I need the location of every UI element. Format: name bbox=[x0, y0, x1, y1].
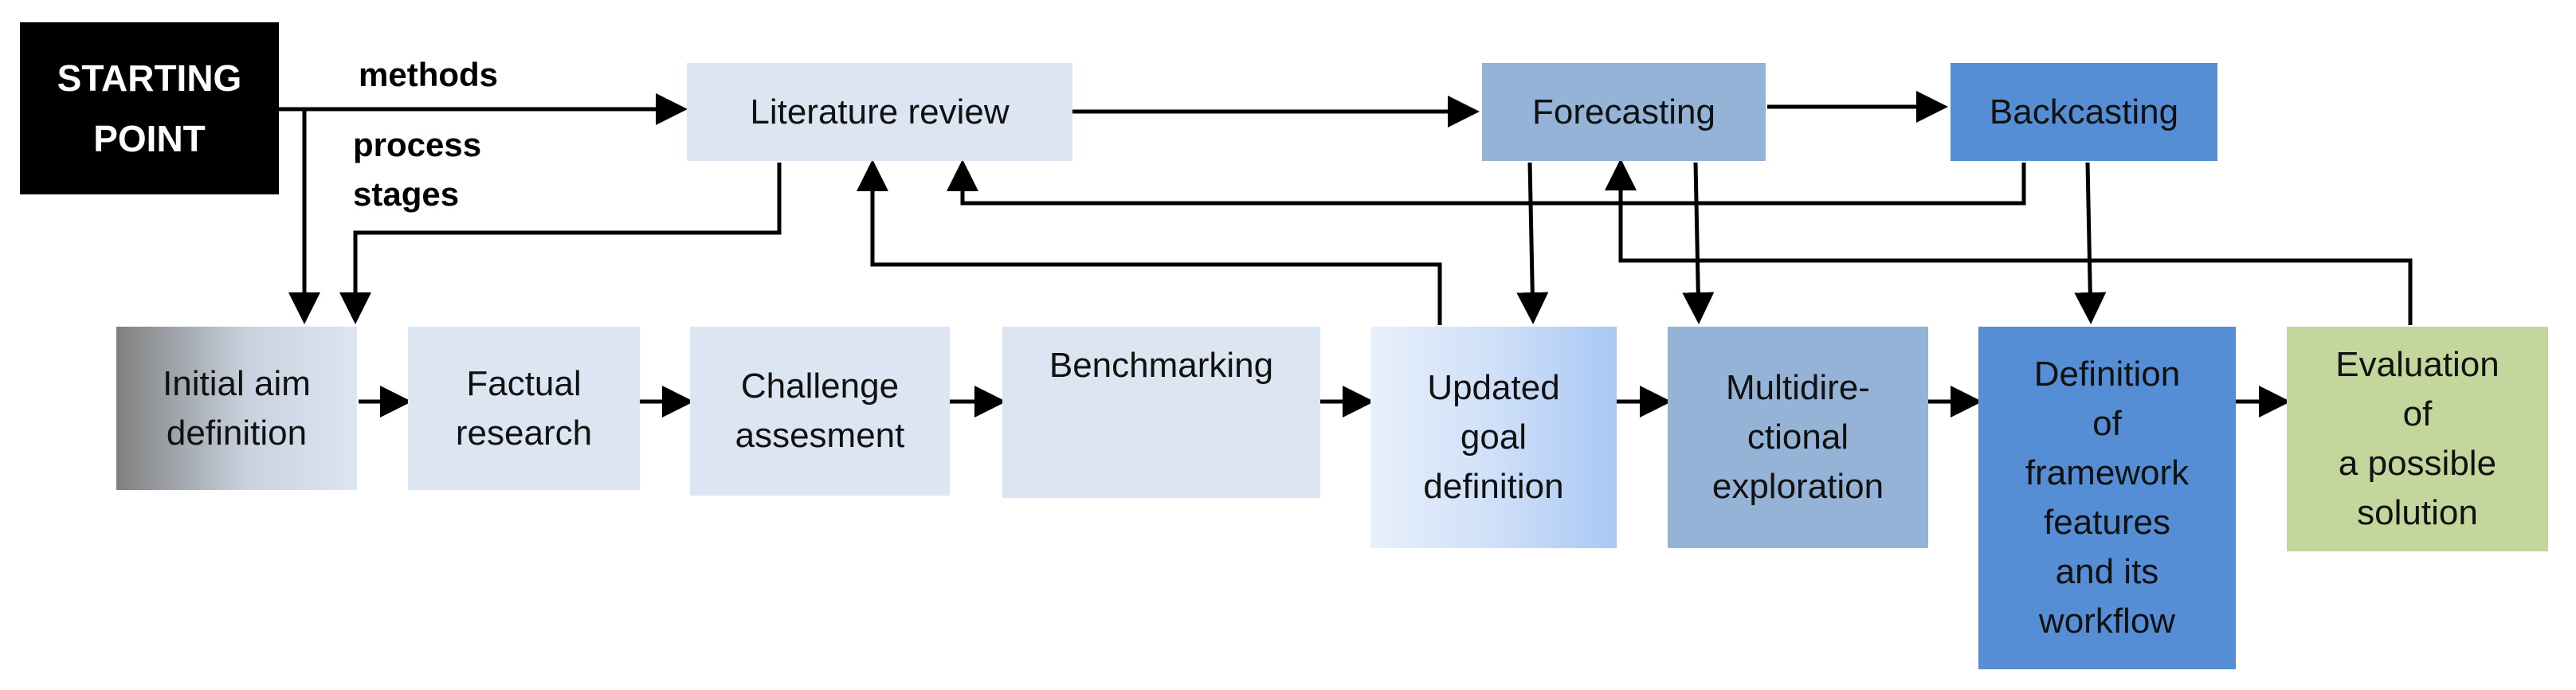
multidirectional-line-2: ctional bbox=[1747, 418, 1849, 457]
evaluation-box: Evaluation of a possible solution bbox=[2287, 327, 2548, 551]
initial-aim-line-2: definition bbox=[166, 413, 308, 453]
evaluation-line-2: of bbox=[2402, 394, 2433, 433]
arrow-forecasting-to-updated-goal bbox=[1516, 162, 1549, 324]
initial-aim-line-1: Initial aim bbox=[163, 363, 311, 403]
factual-research-line-2: research bbox=[455, 413, 593, 453]
updated-goal-line-1: Updated bbox=[1427, 368, 1560, 407]
framework-line-2: of bbox=[2092, 404, 2122, 443]
framework-line-6: workflow bbox=[2038, 602, 2176, 641]
framework-line-1: Definition bbox=[2033, 355, 2181, 394]
stages-label: stages bbox=[353, 175, 460, 213]
starting-point-box: STARTING POINT bbox=[20, 22, 279, 194]
literature-review-box: Literature review bbox=[687, 63, 1072, 161]
evaluation-line-3: a possible bbox=[2338, 444, 2497, 483]
framework-line-5: and its bbox=[2055, 552, 2159, 591]
factual-research-line-1: Factual bbox=[466, 363, 582, 403]
evaluation-line-4: solution bbox=[2357, 493, 2478, 532]
arrow-updated-goal-to-literature bbox=[857, 159, 1442, 325]
arrow-backcasting-to-literature bbox=[947, 159, 2026, 206]
backcasting-label: Backcasting bbox=[1989, 92, 2179, 131]
methods-label: methods bbox=[359, 56, 499, 93]
arrow-backcasting-to-framework bbox=[2074, 162, 2107, 324]
arrow-forecasting-to-multidirectional bbox=[1682, 162, 1715, 324]
forecasting-box: Forecasting bbox=[1482, 63, 1766, 161]
forecasting-label: Forecasting bbox=[1532, 92, 1715, 131]
arrow-literature-to-initial-aim bbox=[339, 163, 782, 324]
evaluation-line-1: Evaluation bbox=[2335, 345, 2500, 384]
updated-goal-line-3: definition bbox=[1423, 467, 1564, 506]
benchmarking-box: Benchmarking bbox=[1002, 327, 1320, 498]
process-label: process bbox=[353, 126, 482, 163]
multidirectional-exploration-box: Multidire- ctional exploration bbox=[1668, 327, 1928, 548]
challenge-assessment-box: Challenge assesment bbox=[690, 327, 950, 496]
arrow-evaluation-to-forecasting bbox=[1605, 159, 2413, 325]
backcasting-box: Backcasting bbox=[1951, 63, 2217, 161]
framework-line-4: features bbox=[2044, 503, 2170, 542]
multidirectional-line-1: Multidire- bbox=[1726, 368, 1870, 407]
initial-aim-definition-box: Initial aim definition bbox=[116, 327, 357, 490]
updated-goal-definition-box: Updated goal definition bbox=[1370, 327, 1617, 548]
starting-point-line-2: POINT bbox=[93, 118, 206, 159]
framework-line-3: framework bbox=[2025, 453, 2190, 492]
challenge-line-1: Challenge bbox=[740, 367, 900, 406]
benchmarking-label: Benchmarking bbox=[1049, 346, 1274, 385]
multidirectional-line-3: exploration bbox=[1711, 467, 1884, 506]
starting-point-line-1: STARTING bbox=[57, 57, 242, 99]
framework-definition-box: Definition of framework features and its… bbox=[1978, 327, 2236, 669]
updated-goal-line-2: goal bbox=[1460, 418, 1527, 457]
factual-research-box: Factual research bbox=[408, 327, 640, 490]
challenge-line-2: assesment bbox=[735, 416, 905, 455]
literature-review-label: Literature review bbox=[750, 92, 1010, 131]
